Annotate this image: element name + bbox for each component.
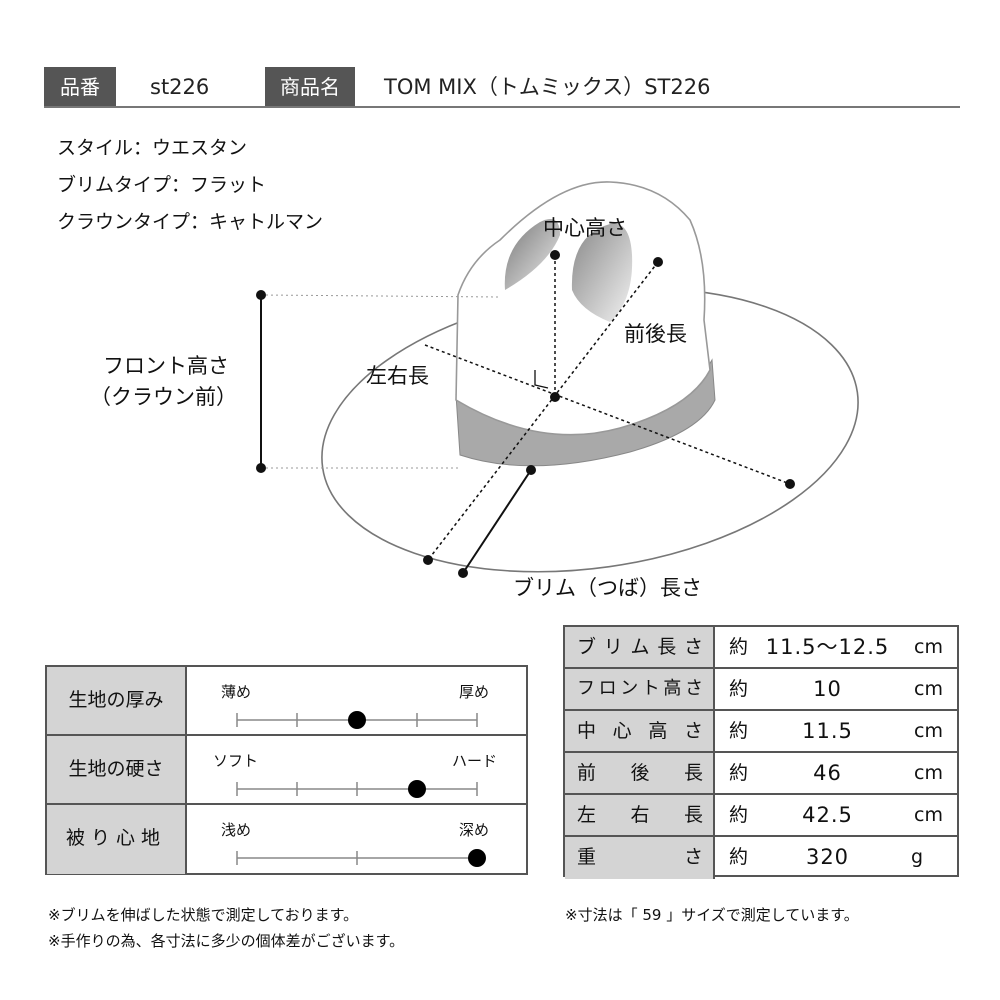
product-name-label: 商品名 [265, 67, 355, 107]
measurement-unit: cm [914, 678, 943, 700]
left-right-line [424, 344, 791, 485]
measurement-unit: cm [914, 762, 943, 784]
measurement-row: 前後長 約 46 cm [565, 753, 957, 795]
measurement-row: 左右長 約 42.5 cm [565, 795, 957, 837]
measurement-value: 10 [813, 677, 842, 701]
measurement-label: 中心高さ [565, 711, 715, 751]
fabric-feel-table: 生地の厚み 薄め 厚め 生地の硬さ ソフト ハード 被り心地 浅め 深め [45, 665, 528, 875]
measurement-label: 前後長 [565, 753, 715, 793]
spec-style: スタイル：ウエスタン [57, 137, 248, 159]
scale-row: 生地の厚み 薄め 厚め [47, 667, 526, 736]
thickness-scale [236, 711, 478, 729]
label-left-right: 左右長 [366, 364, 429, 388]
measurement-table: ブリム長さ 約 11.5～12.5 cm フロント高さ 約 10 cm 中心高さ… [563, 625, 959, 879]
scale-max-label: 厚め [459, 683, 490, 701]
crown-dent-right [571, 223, 633, 322]
measurement-unit: cm [914, 636, 943, 658]
fit-depth-scale [236, 849, 486, 867]
measurement-row: フロント高さ 約 10 cm [565, 669, 957, 711]
scale-label: 生地の厚み [47, 667, 187, 734]
measurement-row: 重さ 約 320 g [565, 837, 957, 879]
measurement-unit: cm [914, 720, 943, 742]
measurement-prefix: 約 [729, 678, 749, 700]
measurement-value: 42.5 [802, 803, 853, 827]
measurement-unit: cm [914, 804, 943, 826]
hardness-scale [236, 780, 478, 798]
measurement-unit: g [910, 846, 923, 868]
measurement-row: ブリム長さ 約 11.5～12.5 cm [565, 627, 957, 669]
label-brim-length: ブリム（つば）長さ [513, 576, 702, 600]
label-front-height-sub: （クラウン前） [90, 385, 237, 409]
scale-label: 被り心地 [47, 805, 187, 874]
scale-min-label: 浅め [221, 821, 252, 839]
brim-length-line [462, 469, 532, 574]
label-front-back: 前後長 [624, 322, 687, 346]
scale-min-label: 薄め [221, 683, 252, 701]
scale-max-label: 深め [459, 821, 490, 839]
scale-row: 生地の硬さ ソフト ハード [47, 736, 526, 805]
note-size: ※寸法は「 59 」サイズで測定しています。 [565, 906, 859, 924]
measurement-label: 左右長 [565, 795, 715, 835]
measurement-prefix: 約 [729, 762, 749, 784]
header-divider [44, 106, 960, 108]
label-front-height: フロント高さ [103, 354, 229, 378]
scale-row: 被り心地 浅め 深め [47, 805, 526, 874]
measurement-prefix: 約 [729, 804, 749, 826]
measurement-prefix: 約 [729, 636, 749, 658]
measurement-label: ブリム長さ [565, 627, 715, 667]
spec-brim-type: ブリムタイプ：フラット [57, 174, 267, 196]
note-handmade: ※手作りの為、各寸法に多少の個体差がございます。 [48, 932, 405, 950]
note-brim-measurement: ※ブリムを伸ばした状態で測定しております。 [48, 906, 359, 924]
spec-crown-type: クラウンタイプ：キャトルマン [57, 211, 324, 233]
scale-max-label: ハード [452, 752, 498, 770]
front-back-line [427, 261, 659, 561]
measurement-value: 11.5 [802, 719, 853, 743]
scale-marker [348, 711, 366, 729]
measurement-label: フロント高さ [565, 669, 715, 709]
scale-label: 生地の硬さ [47, 736, 187, 803]
scale-min-label: ソフト [213, 752, 259, 770]
scale-marker [468, 849, 486, 867]
measurement-label: 重さ [565, 837, 715, 879]
measurement-prefix: 約 [729, 720, 749, 742]
measurement-value: 320 [805, 845, 850, 869]
measurement-row: 中心高さ 約 11.5 cm [565, 711, 957, 753]
product-name: TOM MIX（トムミックス）ST226 [384, 75, 711, 99]
scale-marker [408, 780, 426, 798]
product-code: st226 [150, 75, 210, 99]
crown-dent-left [504, 218, 560, 290]
code-label: 品番 [44, 67, 116, 107]
label-center-height: 中心高さ [543, 216, 627, 240]
measurement-value: 46 [813, 761, 842, 785]
measurement-value: 11.5～12.5 [765, 635, 890, 659]
measurement-prefix: 約 [729, 846, 749, 868]
